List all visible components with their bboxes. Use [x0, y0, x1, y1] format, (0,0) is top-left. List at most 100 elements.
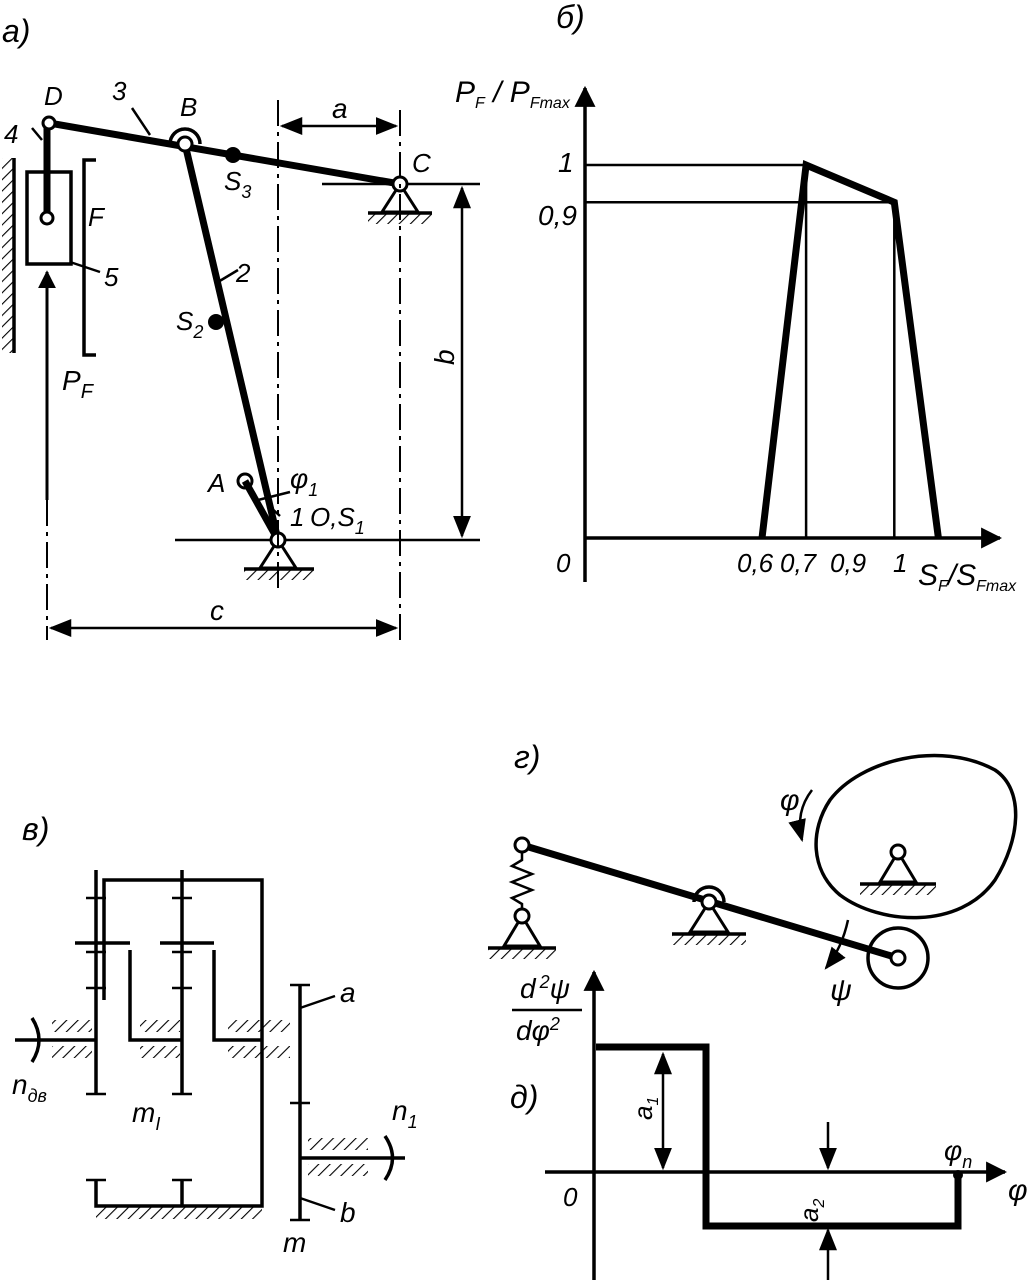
- point-phin: [953, 1170, 963, 1180]
- label-F: F: [88, 202, 106, 232]
- label-dim-b: b: [429, 349, 460, 365]
- label-phi-axis: φ: [1008, 1174, 1028, 1207]
- y-axis-label: PF / PFmax: [455, 76, 571, 112]
- ring-hatch: [96, 1207, 262, 1219]
- panel-g-cam: г) φ ψ: [488, 739, 1018, 1007]
- hinge-D: [41, 115, 57, 131]
- xtick-0.6: 0,6: [737, 548, 774, 578]
- accel-denominator: dφ2: [516, 1014, 560, 1046]
- x-axis-label: SF/SFmax: [918, 559, 1017, 595]
- cam-pivot: [889, 843, 907, 861]
- label-B: B: [180, 92, 197, 122]
- leader-b: [299, 1196, 336, 1212]
- label-C: C: [412, 148, 431, 178]
- xtick-0.9: 0,9: [830, 548, 866, 578]
- housing-mid-top: [140, 1020, 180, 1032]
- housing-n1-bottom: [308, 1164, 368, 1176]
- ref-line-0.9: [585, 201, 896, 538]
- leader-4: [31, 127, 43, 141]
- spring: [508, 845, 536, 916]
- load-series: [585, 159, 942, 539]
- housing-mid-bottom: [140, 1046, 180, 1058]
- label-gear-a: a: [340, 977, 356, 1008]
- phi1-arrow: [257, 490, 291, 502]
- label-S2: S2: [176, 306, 203, 342]
- label-n1: n1: [392, 1095, 418, 1132]
- label-S3: S3: [224, 166, 251, 202]
- label-4: 4: [4, 119, 18, 149]
- label-phin: φn: [944, 1135, 972, 1172]
- cam-rotation-arrow: [788, 789, 813, 843]
- housing-n1-top: [308, 1138, 368, 1150]
- accel-profile: [596, 1043, 962, 1230]
- carrier-link-2: [212, 950, 262, 1042]
- rocker-hinge-arc: [692, 885, 726, 903]
- housing-in-top: [52, 1020, 92, 1032]
- label-5: 5: [104, 262, 119, 292]
- spring-bottom-pin: [513, 907, 531, 925]
- housing-in-bottom: [52, 1046, 92, 1058]
- panel-v-gearbox: в): [12, 811, 418, 1258]
- cam-support: [877, 849, 919, 884]
- leader-5: [69, 260, 101, 274]
- panel-label-g: г): [514, 739, 540, 775]
- center-S3: [225, 147, 241, 163]
- load-profile-line: [758, 159, 942, 539]
- roller-pin: [889, 949, 907, 967]
- origin-label: 0: [556, 548, 571, 578]
- rocker-ground-hatch: [672, 935, 746, 945]
- label-dim-a: a: [332, 93, 348, 124]
- label-psi: ψ: [830, 974, 852, 1007]
- rotation-n1: [383, 1135, 395, 1181]
- label-1: 1: [290, 502, 304, 532]
- slider-pin: [39, 210, 55, 226]
- label-mI: mI: [132, 1097, 160, 1134]
- label-D: D: [44, 81, 63, 111]
- housing-out-bottom: [228, 1046, 290, 1058]
- label-gear-m: m: [283, 1227, 306, 1258]
- xtick-0.7: 0,7: [780, 548, 818, 578]
- cam-profile: [814, 753, 1018, 920]
- panel-label-d: д): [510, 1079, 538, 1115]
- label-ndv: nдв: [12, 1069, 47, 1106]
- panel-a-mechanism: а): [2, 13, 480, 640]
- stroke-bracket: [82, 158, 96, 357]
- hinge-B-arc: [168, 127, 202, 145]
- cam-ground-hatch: [860, 885, 936, 895]
- psi-arrow: [824, 919, 850, 970]
- rocker-pivot: [700, 893, 718, 911]
- xtick-1: 1: [893, 548, 907, 578]
- label-2: 2: [235, 258, 251, 288]
- crank-1: [241, 479, 282, 542]
- ytick-0.9: 0,9: [538, 200, 577, 231]
- label-A: A: [206, 468, 225, 498]
- wall-hatch: [2, 158, 14, 353]
- label-gear-b: b: [340, 1197, 356, 1228]
- label-a2: a2: [794, 1199, 828, 1222]
- label-PF: PF: [62, 365, 95, 403]
- link-3: [48, 119, 401, 188]
- panel-label-v: в): [22, 811, 49, 847]
- accel-origin: 0: [563, 1182, 578, 1212]
- label-3: 3: [112, 76, 127, 106]
- housing-out-top: [228, 1020, 290, 1032]
- panel-label-a: а): [2, 13, 30, 49]
- label-dim-c: c: [210, 595, 224, 626]
- leader-1: [267, 504, 281, 517]
- label-a1: a1: [628, 1097, 662, 1120]
- leader-2: [217, 268, 239, 284]
- ref-line-peak: [585, 163, 808, 538]
- panel-label-b: б): [556, 0, 585, 35]
- hinge-B: [176, 135, 194, 153]
- carrier-link-1: [128, 950, 182, 1042]
- link-2: [181, 143, 282, 541]
- leader-a: [299, 994, 336, 1010]
- label-phi1: φ1: [290, 463, 318, 500]
- center-S2: [208, 314, 224, 330]
- gear-teeth: [86, 896, 310, 1222]
- roller: [866, 926, 930, 990]
- ring-gear: [94, 1046, 264, 1208]
